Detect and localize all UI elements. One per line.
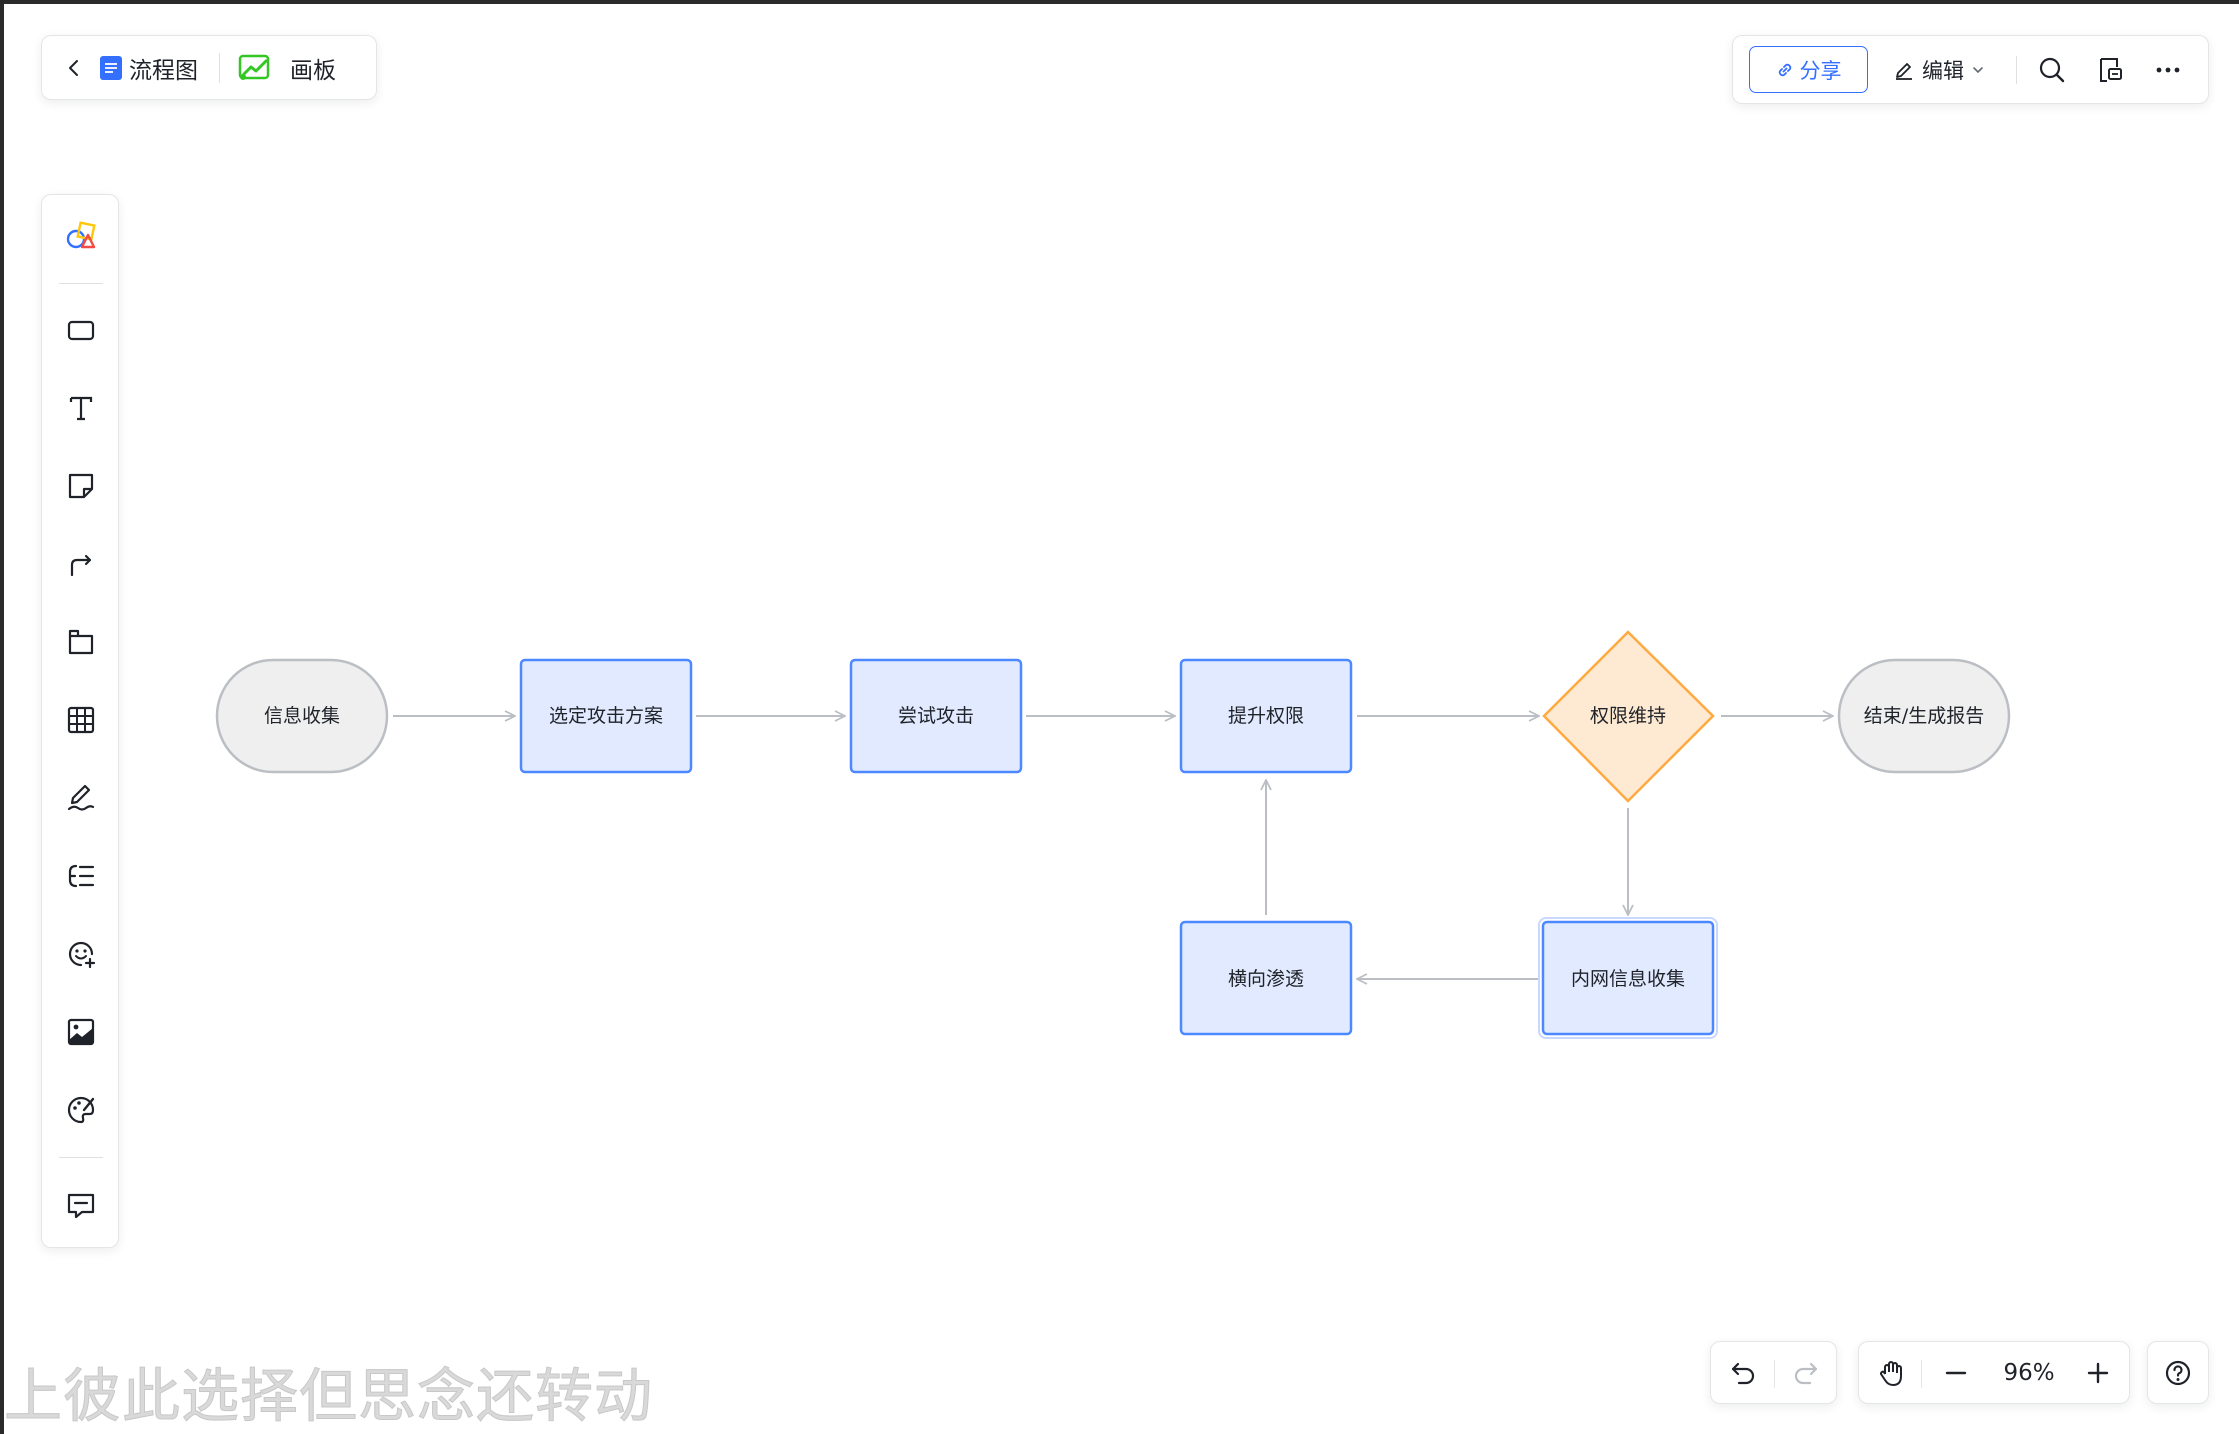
node-label: 提升权限 (1228, 705, 1304, 727)
text-icon[interactable] (64, 391, 98, 425)
flow-node-n3[interactable]: 尝试攻击 (849, 658, 1023, 774)
zoom-level[interactable]: 96% (2003, 1360, 2055, 1386)
divider (59, 1157, 103, 1158)
comment-icon[interactable] (64, 1188, 98, 1222)
document-toolbar: 分享 编辑 (1732, 35, 2209, 104)
shapes-icon[interactable] (64, 219, 98, 253)
mindmap-icon[interactable] (64, 859, 98, 893)
hand-tool-icon[interactable] (1876, 1358, 1906, 1388)
flow-node-n4[interactable]: 提升权限 (1179, 658, 1353, 774)
node-label: 信息收集 (264, 705, 340, 727)
divider (219, 52, 220, 83)
flowchart-canvas[interactable]: 信息收集 选定攻击方案 尝试攻击 提升权限 权限维持 结束/生成报告 内网信息收… (4, 4, 2239, 1434)
divider (1774, 1360, 1775, 1388)
more-icon[interactable] (2153, 55, 2183, 85)
comment-panel-icon[interactable] (2095, 55, 2125, 85)
whiteboard-icon (238, 54, 270, 80)
left-toolbar (41, 194, 119, 1248)
document-title[interactable]: 流程图 (129, 57, 198, 84)
table-icon[interactable] (64, 703, 98, 737)
node-label: 选定攻击方案 (549, 705, 663, 727)
edit-label: 编辑 (1922, 58, 1964, 83)
help-icon[interactable] (2163, 1358, 2193, 1388)
image-icon[interactable] (64, 1015, 98, 1049)
edit-mode-dropdown[interactable]: 编辑 (1893, 46, 1998, 93)
zoom-controls: 96% (1858, 1341, 2130, 1404)
document-header: 流程图 画板 (41, 35, 377, 100)
frame-icon[interactable] (64, 625, 98, 659)
flow-node-n2[interactable]: 选定攻击方案 (519, 658, 693, 774)
redo-icon[interactable] (1791, 1358, 1821, 1388)
history-controls (1710, 1341, 1837, 1404)
divider (2016, 56, 2017, 84)
sticky-note-icon[interactable] (64, 469, 98, 503)
zoom-in-icon[interactable] (2083, 1358, 2113, 1388)
sticker-icon[interactable] (64, 937, 98, 971)
search-icon[interactable] (2037, 55, 2067, 85)
palette-icon[interactable] (64, 1093, 98, 1127)
flow-node-n7[interactable]: 内网信息收集 (1538, 917, 1718, 1039)
share-button[interactable]: 分享 (1749, 46, 1868, 93)
node-label: 权限维持 (1590, 705, 1666, 727)
help-control (2147, 1341, 2209, 1404)
divider (1921, 1360, 1922, 1388)
zoom-out-icon[interactable] (1941, 1358, 1971, 1388)
flow-node-n1[interactable]: 信息收集 (215, 658, 389, 774)
chevron-down-icon (1973, 66, 1983, 73)
edges (393, 716, 1833, 979)
node-label: 横向渗透 (1228, 968, 1304, 990)
chevron-left-icon[interactable] (64, 58, 84, 78)
pen-icon[interactable] (64, 781, 98, 815)
node-label: 结束/生成报告 (1864, 705, 1984, 727)
link-icon (1778, 63, 1791, 76)
subtitle-overlay: 上彼此选择但思念还转动 (4, 1362, 654, 1431)
pen-icon (1896, 62, 1912, 80)
board-label[interactable]: 画板 (290, 57, 336, 84)
share-label: 分享 (1799, 58, 1842, 83)
connector-icon[interactable] (64, 547, 98, 581)
undo-icon[interactable] (1728, 1358, 1758, 1388)
rectangle-icon[interactable] (64, 313, 98, 347)
flow-node-n8[interactable]: 横向渗透 (1179, 920, 1353, 1036)
flow-node-n5[interactable]: 权限维持 (1542, 630, 1715, 803)
document-icon (100, 55, 122, 80)
node-label: 尝试攻击 (898, 705, 974, 727)
flow-node-n6[interactable]: 结束/生成报告 (1837, 658, 2011, 774)
node-label: 内网信息收集 (1571, 968, 1685, 990)
whiteboard-app: 信息收集 选定攻击方案 尝试攻击 提升权限 权限维持 结束/生成报告 内网信息收… (4, 4, 2239, 1434)
divider (59, 283, 103, 284)
